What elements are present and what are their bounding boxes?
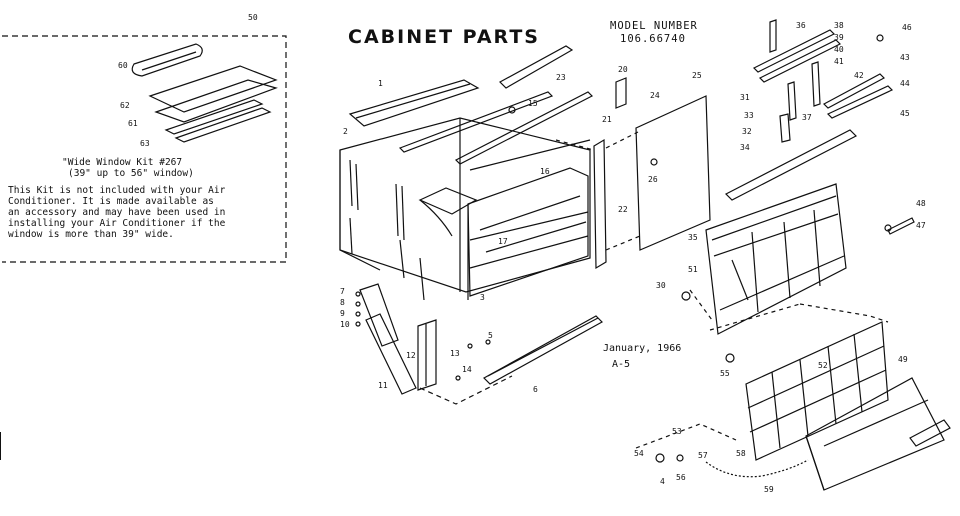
- part-label-25: 25: [692, 71, 702, 80]
- part-number-labels: 1 2 3 7 6 8 9 10 11 12 13 14 15 16 17 20…: [118, 13, 926, 494]
- front-panel-49: [806, 378, 950, 490]
- side-panel-22: [636, 96, 710, 250]
- part-label-15: 15: [528, 99, 538, 108]
- part-label-58: 58: [736, 449, 746, 458]
- fasteners: [0, 34, 914, 463]
- part-label-30: 30: [656, 281, 666, 290]
- lower-bracket-outline: [420, 376, 512, 404]
- kit-title-line: "Wide Window Kit #267: [62, 157, 183, 168]
- part-label-22: 22: [618, 205, 628, 214]
- kit-title-line: (39" up to 56" window): [68, 168, 194, 179]
- side-channel-21: [594, 140, 606, 268]
- part-label-5: 5: [488, 331, 493, 340]
- part-label-49: 49: [898, 355, 908, 364]
- kit-part-62: [166, 100, 270, 142]
- kit-desc-line: an accessory and may have been used in: [8, 207, 226, 218]
- part-label-52: 52: [818, 361, 828, 370]
- kit-description: This Kit is not included with your Air C…: [8, 185, 270, 240]
- part-label-59: 59: [764, 485, 774, 494]
- part-label-54: 54: [634, 449, 644, 458]
- part-label-16: 16: [540, 167, 550, 176]
- bottom-rail-6: [484, 316, 602, 384]
- part-label-20: 20: [618, 65, 628, 74]
- air-filter-50: [746, 322, 888, 460]
- model-number-label: MODEL NUMBER: [610, 20, 698, 32]
- part-label-31: 31: [740, 93, 750, 102]
- part-label-45: 45: [900, 109, 910, 118]
- part-label-39: 39: [834, 33, 844, 42]
- part-label-36: 36: [796, 21, 806, 30]
- part-label-62: 62: [120, 101, 130, 110]
- part-label-4: 4: [660, 477, 665, 486]
- part-label-55: 55: [720, 369, 730, 378]
- part-label-21: 21: [602, 115, 612, 124]
- chain-57: [706, 460, 808, 477]
- part-label-26: 26: [648, 175, 658, 184]
- part-label-42: 42: [854, 71, 864, 80]
- page-number: A-5: [612, 359, 631, 370]
- grille-top-bar-33: [726, 130, 856, 200]
- model-number-value: 106.66740: [620, 33, 686, 45]
- side-channel-12: [418, 320, 436, 390]
- kit-desc-line: Conditioner. It is made available as: [8, 196, 214, 207]
- part-label-48: 48: [916, 199, 926, 208]
- part-label-1: 1: [378, 79, 383, 88]
- part-label-24: 24: [650, 91, 660, 100]
- part-label-47: 47: [916, 221, 926, 230]
- dashed-leaders: [556, 132, 888, 448]
- wide-window-kit-outline: [2, 36, 286, 262]
- top-louver-strips: [754, 30, 892, 118]
- part-label-35: 35: [688, 233, 698, 242]
- diagram-title: CABINET PARTS: [348, 26, 540, 48]
- cabinet-shell: [340, 118, 590, 300]
- part-label-13: 13: [450, 349, 460, 358]
- part-label-50: 50: [248, 13, 258, 22]
- cabinet-top-rail: [350, 80, 478, 126]
- kit-part-61: [150, 66, 276, 122]
- part-label-46: 46: [902, 23, 912, 32]
- part-label-33: 33: [744, 111, 754, 120]
- part-label-57: 57: [698, 451, 708, 460]
- part-label-38: 38: [834, 21, 844, 30]
- part-label-63: 63: [140, 139, 150, 148]
- part-label-56: 56: [676, 473, 686, 482]
- part-label-32: 32: [742, 127, 752, 136]
- part-label-17: 17: [498, 237, 508, 246]
- kit-desc-line: This Kit is not included with your Air: [8, 185, 226, 196]
- kit-desc-line: installing your Air Conditioner if the: [8, 218, 226, 229]
- part-label-53: 53: [672, 427, 682, 436]
- front-grille-35: [706, 184, 846, 334]
- part-label-34: 34: [740, 143, 750, 152]
- side-bracket-11: [360, 284, 416, 394]
- part-label-11: 11: [378, 381, 388, 390]
- part-label-60: 60: [118, 61, 128, 70]
- part-label-10: 10: [340, 320, 350, 329]
- top-channel-23: [400, 46, 592, 164]
- part-label-2: 2: [343, 127, 348, 136]
- kit-part-60: [132, 44, 202, 76]
- kit-title: "Wide Window Kit #267 (39" up to 56" win…: [62, 157, 194, 179]
- part-label-6: 6: [533, 385, 538, 394]
- part-label-61: 61: [128, 119, 138, 128]
- part-label-37: 37: [802, 113, 812, 122]
- part-label-44: 44: [900, 79, 910, 88]
- part-label-14: 14: [462, 365, 472, 374]
- part-label-40: 40: [834, 45, 844, 54]
- part-label-8: 8: [340, 298, 345, 307]
- part-label-23: 23: [556, 73, 566, 82]
- part-label-7: 7: [340, 287, 345, 296]
- revision-date: January, 1966: [603, 343, 682, 354]
- part-label-41: 41: [834, 57, 844, 66]
- part-label-43: 43: [900, 53, 910, 62]
- part-label-9: 9: [340, 309, 345, 318]
- part-label-51: 51: [688, 265, 698, 274]
- small-brackets: [616, 20, 820, 142]
- kit-desc-line: window is more than 39" wide.: [8, 229, 174, 240]
- part-label-12: 12: [406, 351, 416, 360]
- part-label-3: 3: [480, 293, 485, 302]
